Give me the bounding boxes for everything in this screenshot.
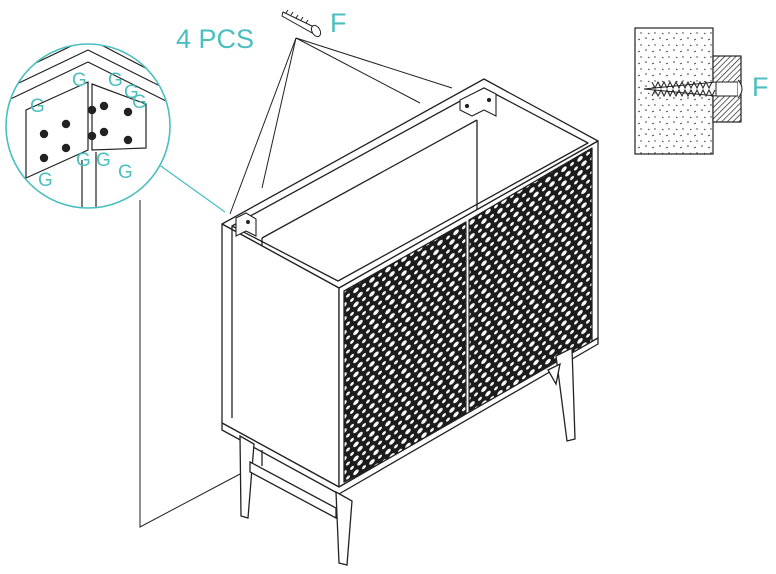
bracket-screw-label: G xyxy=(30,96,45,117)
bracket-screw-label: G xyxy=(108,70,123,91)
quantity-label: 4 PCS xyxy=(176,24,254,54)
callout-leader-line xyxy=(157,163,226,213)
bracket-detail-callout: G G G G G G G G G xyxy=(5,43,241,528)
wall-reference-line xyxy=(139,200,241,528)
bracket-screw-label: G xyxy=(124,82,139,103)
wall-anchor-detail: F xyxy=(634,27,769,155)
corner-bracket-right xyxy=(459,87,497,117)
leg-front-right xyxy=(555,346,576,442)
leg-back-right xyxy=(547,362,561,386)
wall-anchor-screw xyxy=(643,79,743,99)
cabinet-top-frame xyxy=(221,78,599,289)
bracket-screw-label: G xyxy=(72,70,87,91)
leg-back-left xyxy=(239,434,255,519)
cabinet-legs xyxy=(239,346,576,566)
screw-pointer-lines xyxy=(229,37,453,215)
bracket-screw-label: G xyxy=(118,162,133,183)
screw-icon xyxy=(281,9,322,38)
bracket-screw-labels: G G G G G G G G G xyxy=(30,70,147,191)
screw-letter-top: F xyxy=(330,8,347,38)
bracket-screw-label: G xyxy=(96,150,111,171)
cabinet xyxy=(221,78,599,495)
leg-stretcher xyxy=(249,460,337,520)
bracket-screw-label: G xyxy=(76,150,91,171)
leg-front-left xyxy=(335,490,353,566)
bracket-screw-label: G xyxy=(132,92,147,113)
bracket-screw-label: G xyxy=(38,170,53,191)
screw-letter-detail: F xyxy=(752,72,769,102)
corner-bracket-left xyxy=(235,212,257,237)
callout-circle xyxy=(5,43,171,209)
